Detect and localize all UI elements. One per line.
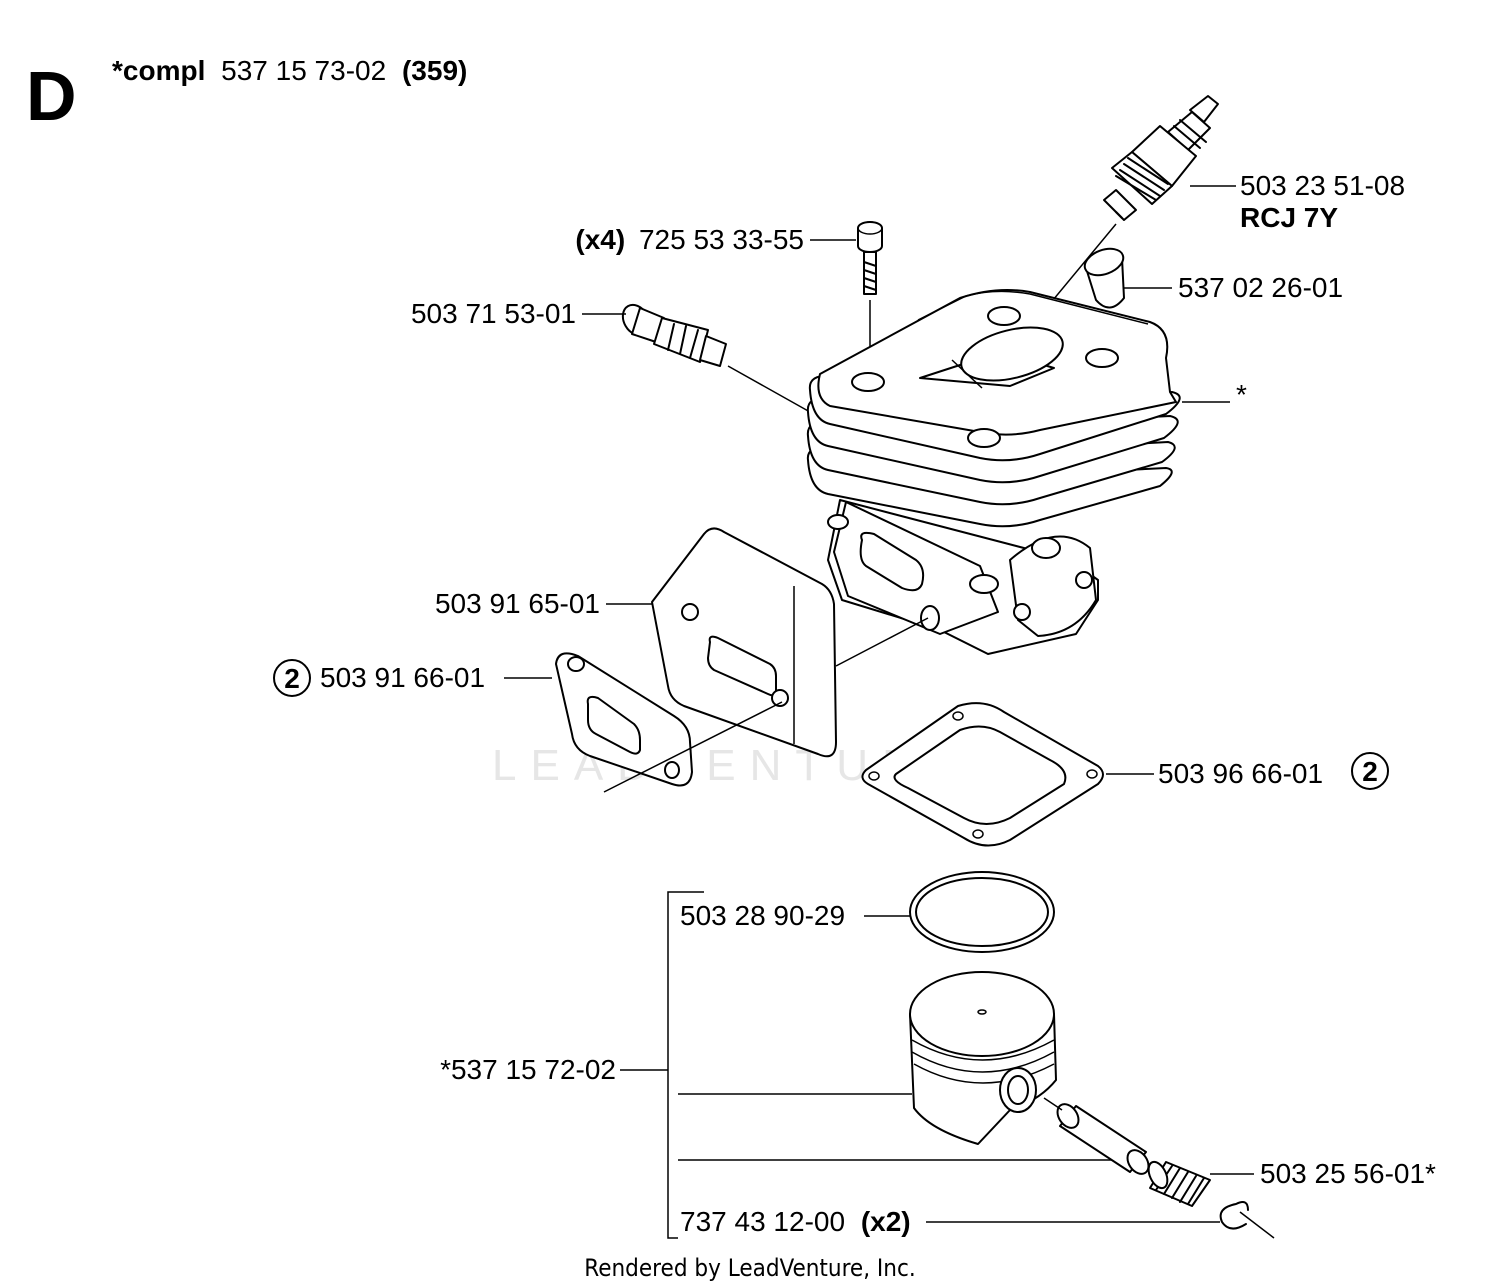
base-gasket-badge-circle (1351, 752, 1389, 790)
piston-kit-bracket (667, 891, 704, 1239)
cylinder-part[interactable]: * (1236, 379, 1247, 410)
base-gasket-drawing[interactable] (861, 702, 1104, 847)
exhaust-gasket-badge: 2 (284, 663, 300, 694)
footer-credit: Rendered by LeadVenture, Inc. (584, 1254, 915, 1282)
screw-qty: (x4) (575, 224, 625, 255)
heat-shield-axis-line (835, 617, 929, 667)
pin-axis-line (1043, 1097, 1063, 1111)
circlip-axis-line (1239, 1211, 1275, 1239)
circlip-qty: (x2) (861, 1206, 911, 1237)
spark-plug-part[interactable]: 503 23 51-08 (1240, 170, 1405, 201)
spark-plug-type: RCJ 7Y (1240, 202, 1338, 233)
needle-bearing-part[interactable]: 503 25 56-01* (1260, 1158, 1436, 1189)
cap-drawing[interactable] (1081, 244, 1127, 309)
circlip-callout[interactable]: 737 43 12-00 (x2) (680, 1206, 911, 1237)
decompression-valve-drawing[interactable] (618, 300, 727, 367)
screw-callout[interactable]: (x4) 725 53 33-55 (575, 224, 804, 255)
heat-shield-part[interactable]: 503 91 65-01 (435, 588, 600, 619)
piston-kit-part[interactable]: *537 15 72-02 (440, 1054, 616, 1085)
cylinder-screw-drawing[interactable] (857, 221, 883, 295)
cylinder-drawing[interactable] (806, 289, 1181, 655)
exhaust-axis-line (603, 701, 783, 793)
piston-ring-part[interactable]: 503 28 90-29 (680, 900, 845, 931)
valve-part[interactable]: 503 71 53-01 (411, 298, 576, 329)
piston-ring-drawing[interactable] (909, 871, 1055, 953)
section-letter: D (26, 57, 77, 135)
exhaust-gasket-part[interactable]: 503 91 66-01 (320, 662, 485, 693)
header-qty: (359) (402, 55, 467, 86)
heat-shield-drawing[interactable] (651, 527, 837, 758)
piston-drawing[interactable] (909, 971, 1057, 1145)
base-gasket-badge: 2 (1362, 756, 1378, 787)
header-prefix: *compl (112, 55, 205, 86)
screw-part: 725 53 33-55 (639, 224, 804, 255)
base-gasket-part[interactable]: 503 96 66-01 (1158, 758, 1323, 789)
exhaust-gasket-drawing[interactable] (555, 652, 693, 787)
circlip-part: 737 43 12-00 (680, 1206, 845, 1237)
exhaust-gasket-badge-circle (273, 659, 311, 697)
valve-axis-line (727, 365, 811, 413)
circlip-drawing[interactable] (1219, 1201, 1249, 1230)
piston-pin-drawing[interactable] (1053, 1100, 1153, 1178)
cap-part[interactable]: 537 02 26-01 (1178, 272, 1343, 303)
assembly-header: *compl 537 15 73-02 (359) (112, 55, 467, 86)
header-part-number: 537 15 73-02 (221, 55, 386, 86)
spark-plug-drawing[interactable] (1103, 95, 1219, 221)
needle-bearing-drawing[interactable] (1145, 1159, 1211, 1207)
